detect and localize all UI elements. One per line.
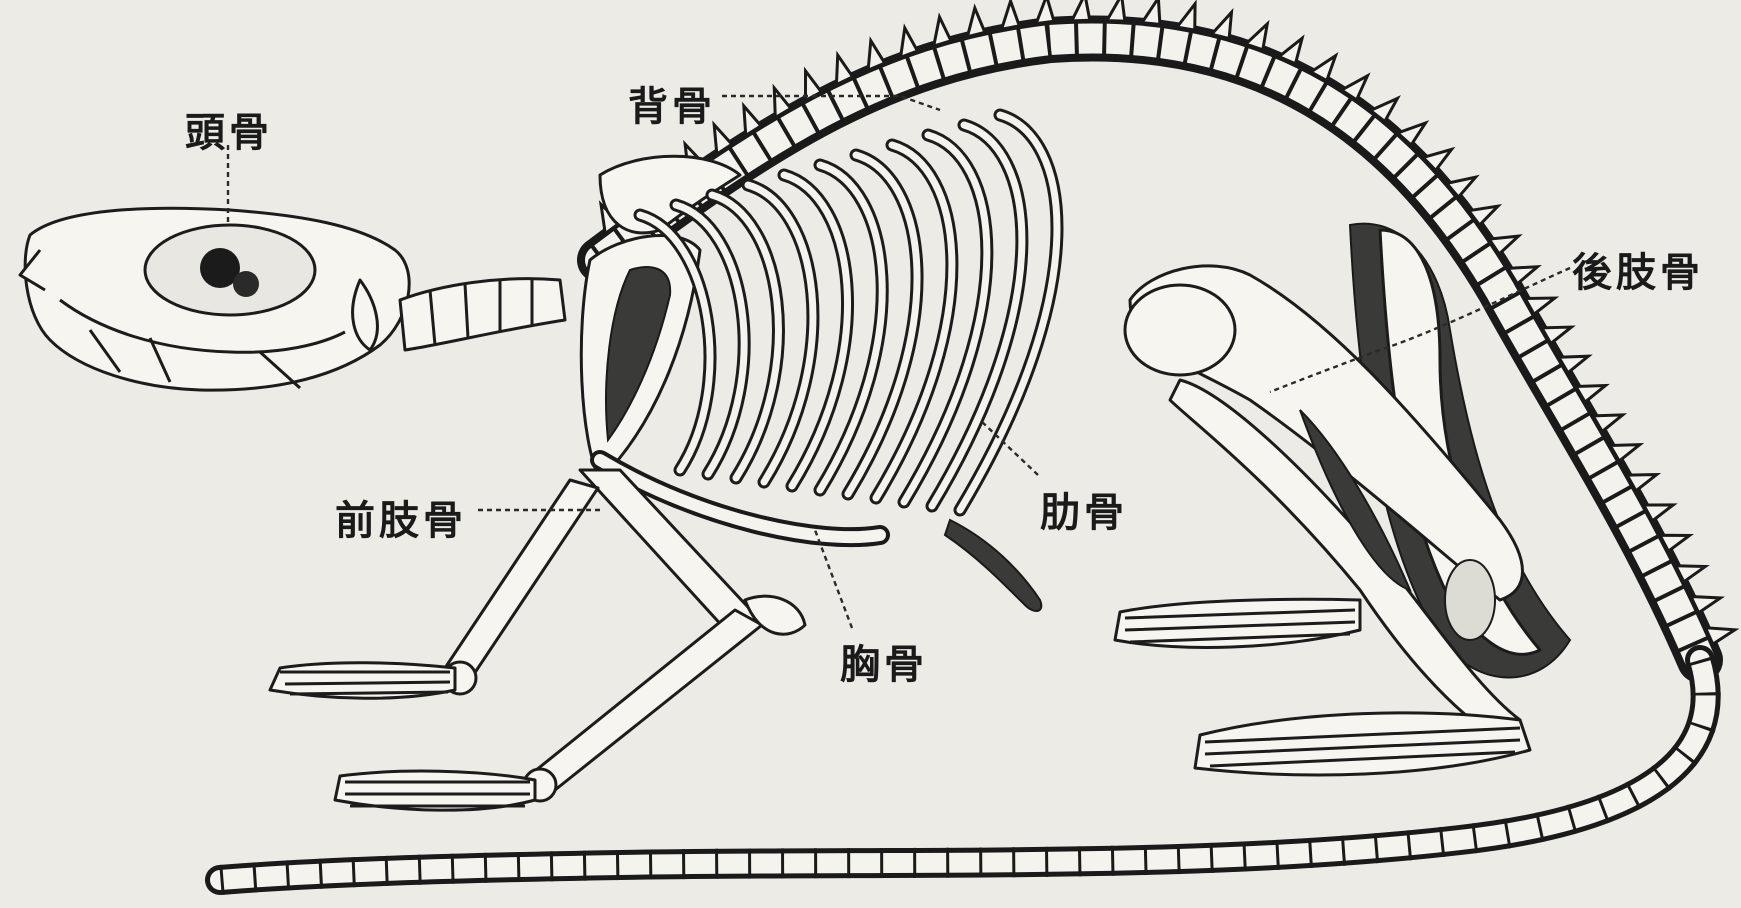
label-ribs: 肋骨 [1040,480,1128,538]
label-skull: 頭骨 [185,100,273,158]
spinous-process [1177,4,1195,30]
label-spine: 背骨 [628,74,716,132]
spinous-process [1246,24,1268,50]
label-sternum: 胸骨 [840,632,928,690]
spinous-process [1002,1,1020,29]
skull [20,208,409,390]
spinous-process [1072,0,1090,21]
spinous-process [868,41,885,70]
spinous-process [901,28,918,57]
spinous-process [967,8,984,37]
label-forelimb: 前肢骨 [335,488,467,546]
cervical-vertebrae [400,279,565,350]
label-hindlimb: 後肢骨 [1572,240,1704,298]
fore-paws [270,663,535,810]
spinous-process [1212,12,1232,38]
spinous-process [934,17,951,46]
spinous-process [1036,0,1054,24]
xiphoid [945,520,1041,611]
spinous-process [1107,0,1125,21]
scapula [581,156,740,480]
spinous-process [1142,0,1160,24]
